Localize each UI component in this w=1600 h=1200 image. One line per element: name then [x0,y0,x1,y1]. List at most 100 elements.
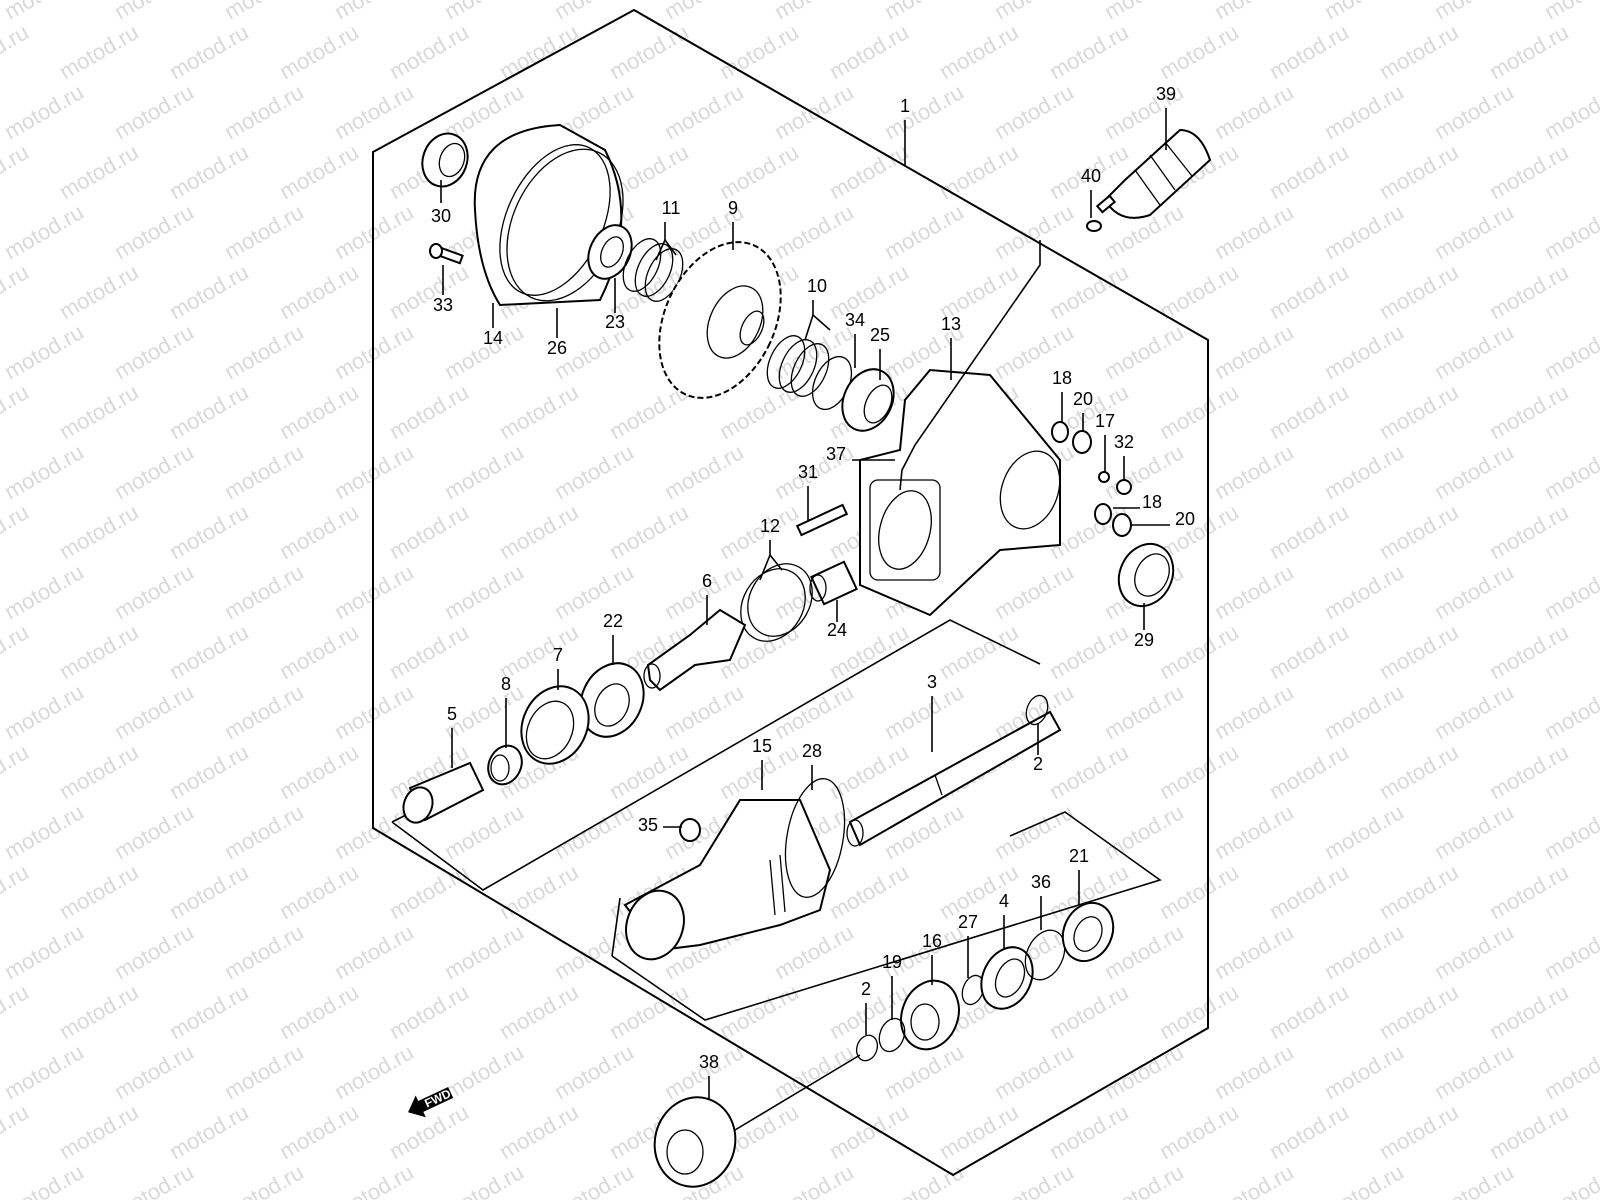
callout-part-5[interactable]: 5 [447,704,457,724]
watermark-text: motod.ru [165,739,253,804]
part-2-circlip-lower[interactable] [853,1032,881,1063]
callout-part-17[interactable]: 17 [1095,411,1115,431]
watermark-text: motod.ru [1210,679,1298,744]
callout-part-24[interactable]: 24 [827,620,847,640]
part-3-propeller-shaft[interactable] [846,710,1062,847]
pinion-group-box [391,619,1041,891]
callout-part-22[interactable]: 22 [603,611,623,631]
callout-part-33[interactable]: 33 [433,295,453,315]
callout-part-35[interactable]: 35 [638,815,658,835]
watermark-text: motod.ru [0,319,88,384]
watermark-text: motod.ru [495,979,583,1044]
part-31-stud[interactable] [795,503,849,537]
watermark-text: motod.ru [825,139,913,204]
watermark-text: motod.ru [1595,1099,1600,1164]
part-24-needle-bearing[interactable] [809,560,858,606]
watermark-text: motod.ru [1595,379,1600,444]
callout-part-9[interactable]: 9 [728,198,738,218]
part-14-case-cover[interactable] [473,123,633,313]
callout-part-28[interactable]: 28 [802,741,822,761]
callout-part-14[interactable]: 14 [483,328,503,348]
part-16-seal-holder[interactable] [892,973,969,1058]
callout-part-6[interactable]: 6 [702,571,712,591]
part-7-bearing[interactable] [509,675,601,775]
callout-part-32[interactable]: 32 [1114,432,1134,452]
callout-part-3[interactable]: 3 [927,672,937,692]
watermark-text: motod.ru [1540,0,1600,24]
callout-part-27[interactable]: 27 [958,912,978,932]
callout-part-20[interactable]: 20 [1073,389,1093,409]
callout-part-30[interactable]: 30 [431,206,451,226]
part-20-plug-upper[interactable] [1072,430,1092,454]
callout-part-1[interactable]: 1 [900,96,910,116]
part-19-washer[interactable] [875,1015,909,1055]
part-38-dust-boot[interactable] [645,1088,746,1196]
part-30-oil-seal[interactable] [415,127,475,193]
part-13-gear-case[interactable] [859,368,1070,617]
part-4-oil-seal[interactable] [972,939,1043,1017]
callout-part-29[interactable]: 29 [1134,630,1154,650]
callout-part-13[interactable]: 13 [941,314,961,334]
callout-part-34[interactable]: 34 [845,310,865,330]
callout-part-40[interactable]: 40 [1081,166,1101,186]
callout-part-23[interactable]: 23 [605,312,625,332]
callout-part-26[interactable]: 26 [547,338,567,358]
part-23-bearing[interactable] [580,218,640,286]
callout-part-37[interactable]: 37 [826,444,846,464]
part-21-bearing[interactable] [1054,895,1123,970]
watermark-text: motod.ru [715,139,803,204]
callout-part-36[interactable]: 36 [1031,872,1051,892]
part-18-gasket-upper[interactable] [1051,421,1069,443]
callout-part-2[interactable]: 2 [861,979,871,999]
part-35-nut[interactable] [679,818,701,842]
callout-part-31[interactable]: 31 [798,462,818,482]
part-6-drive-pinion[interactable] [643,608,747,692]
part-9-ring-gear[interactable] [635,222,804,417]
watermark-text: motod.ru [440,0,528,24]
watermark-text: motod.ru [1155,19,1243,84]
watermark-text: motod.ru [1430,919,1518,984]
part-32-bolt[interactable] [1116,479,1132,495]
callout-part-18[interactable]: 18 [1052,368,1072,388]
part-29-oil-seal[interactable] [1109,535,1183,615]
part-20-plug-lower[interactable] [1112,513,1132,537]
part-33-bolt[interactable] [429,243,464,265]
part-5-needle-sleeve[interactable] [399,761,485,827]
part-36-circlip[interactable] [1018,924,1073,986]
part-39-breather-boot[interactable] [1095,128,1212,219]
part-40-clamp[interactable] [1086,220,1102,232]
part-12-shims[interactable] [728,552,825,653]
watermark-text: motod.ru [55,499,143,564]
watermark-text: motod.ru [715,979,803,1044]
callout-part-39[interactable]: 39 [1156,84,1176,104]
part-15-bearing-housing[interactable] [617,799,832,967]
callout-part-21[interactable]: 21 [1069,846,1089,866]
callout-part-7[interactable]: 7 [553,645,563,665]
part-25-needle-bearing[interactable] [833,361,904,439]
watermark-text: motod.ru [220,679,308,744]
part-17-washer[interactable] [1098,471,1110,483]
part-37-breather-hose[interactable] [899,240,1041,491]
callout-part-11[interactable]: 11 [662,198,681,218]
callout-part-18[interactable]: 18 [1142,492,1162,512]
part-10-shims[interactable] [760,330,837,402]
callout-part-25[interactable]: 25 [870,325,890,345]
callout-part-20[interactable]: 20 [1175,509,1195,529]
watermark-text: motod.ru [0,379,33,444]
part-22-bearing[interactable] [569,653,655,747]
callout-part-10[interactable]: 10 [807,276,827,296]
callout-part-38[interactable]: 38 [699,1052,719,1072]
callout-part-15[interactable]: 15 [752,736,772,756]
callout-part-19[interactable]: 19 [882,952,902,972]
part-18-gasket-lower[interactable] [1094,503,1112,525]
callout-part-4[interactable]: 4 [999,891,1009,911]
part-2-circlip-upper[interactable] [1022,692,1051,727]
watermark-text: motod.ru [55,379,143,444]
callout-part-12[interactable]: 12 [760,516,780,536]
callout-part-2[interactable]: 2 [1033,754,1043,774]
callout-part-8[interactable]: 8 [501,674,511,694]
part-8-spacer[interactable] [482,740,528,790]
part-28-o-ring[interactable] [777,774,853,902]
callout-part-16[interactable]: 16 [922,931,942,951]
watermark-text: motod.ru [1045,19,1133,84]
